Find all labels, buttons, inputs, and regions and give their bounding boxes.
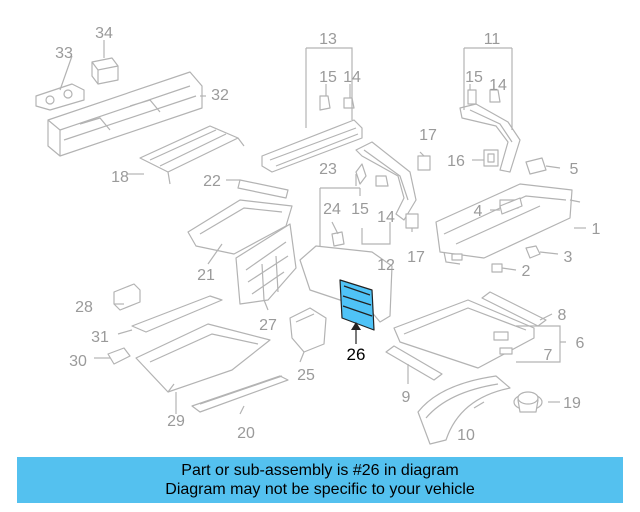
callout-23: 23 (319, 161, 337, 178)
callout-34: 34 (95, 25, 113, 42)
part-17-clip-a (417, 155, 431, 171)
parts-diagram: 34 33 32 13 15 14 11 15 14 17 16 5 18 22… (35, 25, 601, 445)
part-2-plug (491, 263, 503, 273)
part-13-sill (261, 119, 363, 173)
part-16-bracket (483, 149, 499, 167)
callout-15-a: 15 (319, 69, 337, 86)
callout-26: 26 (347, 345, 366, 364)
callout-33: 33 (55, 45, 73, 62)
part-11-pillar (459, 103, 521, 173)
banner-line-2: Diagram may not be specific to your vehi… (165, 481, 475, 498)
part-22-rail (237, 179, 289, 199)
callout-14-a: 14 (343, 69, 361, 86)
part-14-clip-b (489, 89, 501, 103)
part-26-panel (339, 279, 375, 331)
part-10-arch (417, 375, 511, 445)
part-24-clip (331, 231, 345, 247)
callout-27: 27 (259, 317, 277, 334)
callout-28: 28 (75, 299, 93, 316)
part-9-strip (385, 345, 443, 381)
part-30-clip (107, 347, 131, 365)
callout-29: 29 (167, 413, 185, 430)
callout-12: 12 (377, 257, 395, 274)
leader-lines (59, 40, 586, 415)
part-27-side-trim (235, 223, 297, 305)
callout-8: 8 (558, 307, 567, 324)
callout-20: 20 (237, 425, 255, 442)
callout-16: 16 (447, 153, 465, 170)
part-1-rear-panel (435, 183, 573, 265)
part-3-clip (525, 245, 541, 259)
callout-24: 24 (323, 201, 341, 218)
part-25-bracket (289, 307, 327, 353)
callout-25: 25 (297, 367, 315, 384)
callout-7: 7 (544, 347, 553, 364)
info-banner: Part or sub-assembly is #26 in diagram D… (17, 457, 623, 503)
part-32-assembly (47, 71, 203, 157)
part-8-strip (481, 291, 547, 327)
part-33-bracket (35, 83, 85, 111)
callout-14-b: 14 (489, 77, 507, 94)
part-18-rack (139, 125, 245, 185)
part-31-strip (131, 295, 223, 333)
callout-32: 32 (211, 87, 229, 104)
callout-15-c: 15 (351, 201, 369, 218)
callout-30: 30 (69, 353, 87, 370)
callout-18: 18 (111, 169, 129, 186)
callout-14-c: 14 (377, 209, 395, 226)
part-26-pointer (351, 322, 361, 344)
part-5-cover (525, 157, 547, 175)
part-12-quarter-trim (355, 141, 417, 221)
callout-5: 5 (570, 161, 579, 178)
part-20-roll (191, 375, 289, 413)
callout-15-b: 15 (465, 69, 483, 86)
banner-line-1: Part or sub-assembly is #26 in diagram (181, 462, 459, 479)
callout-21: 21 (197, 267, 215, 284)
part-4-latch (499, 197, 523, 215)
part-14-clip-c (375, 175, 389, 187)
callout-19: 19 (563, 395, 581, 412)
callout-9: 9 (402, 389, 411, 406)
part-19-knob (513, 391, 543, 413)
part-15-clip-c (355, 163, 367, 185)
callout-13: 13 (319, 31, 337, 48)
callout-31: 31 (91, 329, 109, 346)
callout-17-a: 17 (419, 127, 437, 144)
callout-4: 4 (474, 203, 483, 220)
callout-22: 22 (203, 173, 221, 190)
part-28-box (113, 283, 141, 311)
callout-17-b: 17 (407, 249, 425, 266)
callout-2: 2 (522, 263, 531, 280)
callout-11: 11 (484, 31, 501, 48)
part-34-module (91, 57, 119, 85)
callout-1: 1 (592, 221, 601, 238)
callout-labels: 34 33 32 13 15 14 11 15 14 17 16 5 18 22… (55, 25, 600, 444)
part-15-clip-b (467, 89, 477, 105)
callout-10: 10 (457, 427, 475, 444)
part-29-floor (135, 323, 271, 393)
callout-6: 6 (576, 335, 585, 352)
part-15-clip-a (319, 95, 331, 111)
part-6-floor-panel (393, 299, 535, 369)
part-17-clip-b (405, 213, 419, 229)
callout-3: 3 (564, 249, 573, 266)
